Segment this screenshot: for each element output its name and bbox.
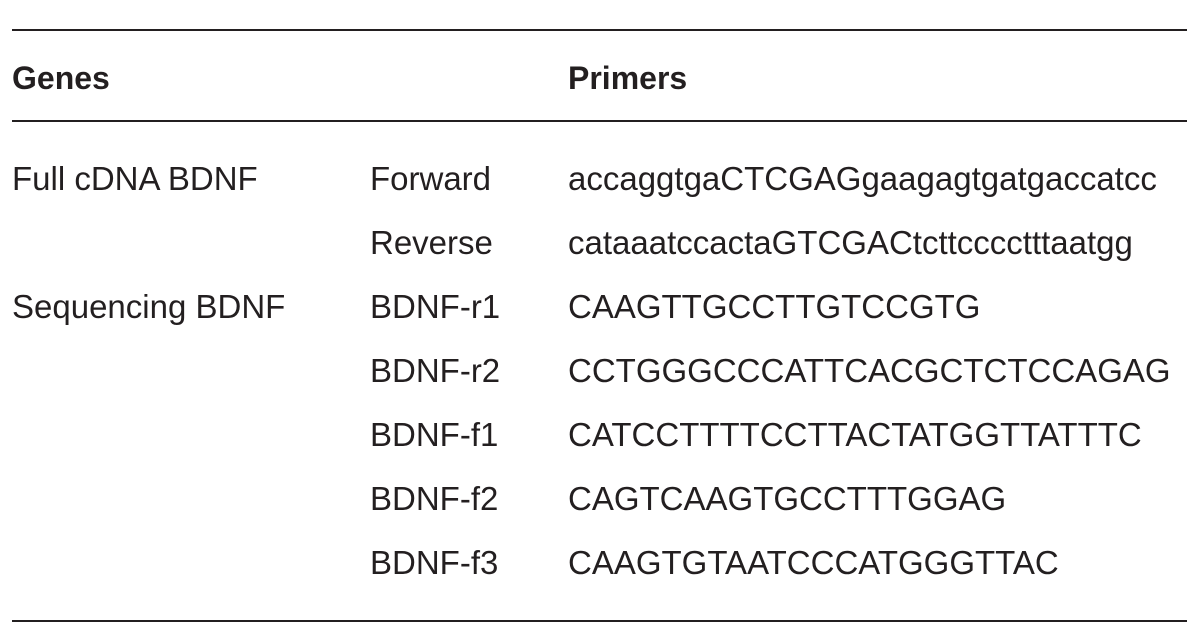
- table-row-gene: Sequencing BDNF: [12, 288, 286, 325]
- table-row-primer: cataaatccactaGTCGACtcttcccctttaatgg: [568, 224, 1133, 261]
- table-row-gene: Full cDNA BDNF: [12, 160, 258, 197]
- table-row-direction: Forward: [370, 160, 492, 197]
- table-row-primer: accaggtgaCTCGAGgaagagtgatgaccatcc: [568, 160, 1157, 197]
- table-row-direction: Reverse: [370, 224, 493, 261]
- table-bottom-rule: [12, 620, 1187, 622]
- table-row-direction: BDNF-r2: [370, 352, 501, 389]
- table-row-direction: BDNF-f3: [370, 544, 499, 581]
- table-row-primer: CAAGTGTAATCCCATGGGTTAC: [568, 544, 1059, 581]
- header-genes: Genes: [12, 60, 110, 96]
- header-primers: Primers: [568, 60, 688, 96]
- table-header-rule: [12, 120, 1187, 122]
- table-row-direction: BDNF-f1: [370, 416, 499, 453]
- table-row-direction: BDNF-r1: [370, 288, 501, 325]
- table-row-direction: BDNF-f2: [370, 480, 499, 517]
- table-row-primer: CAAGTTGCCTTGTCCGTG: [568, 288, 981, 325]
- table-top-rule: [12, 29, 1187, 31]
- table-row-primer: CATCCTTTTCCTTACTATGGTTATTTC: [568, 416, 1142, 453]
- table-row-primer: CCTGGGCCCATTCACGCTCTCCAGAG: [568, 352, 1171, 389]
- table-row-primer: CAGTCAAGTGCCTTTGGAG: [568, 480, 1007, 517]
